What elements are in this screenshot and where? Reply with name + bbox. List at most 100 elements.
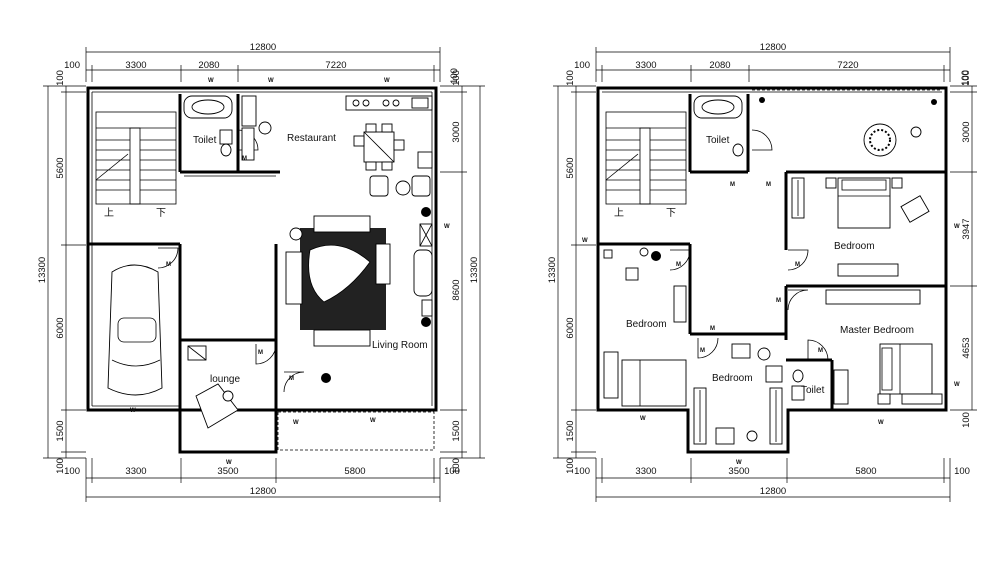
dim-top-1: 100 xyxy=(574,60,590,71)
staircase: 上 下 xyxy=(95,111,177,219)
bedroom-s-label: Bedroom xyxy=(712,373,753,384)
door-mark: M xyxy=(700,348,705,354)
upper-toilet-top: Toilet xyxy=(693,95,773,157)
dim-left-4: 1500 xyxy=(565,420,576,441)
restaurant-label: Restaurant xyxy=(287,133,336,144)
dim-top-2: 3300 xyxy=(635,60,656,71)
dim-left-5: 100 xyxy=(565,458,576,474)
dim-left-3: 6000 xyxy=(565,317,576,338)
door-mark: M xyxy=(710,326,715,332)
stair-up-label: 上 xyxy=(104,207,114,219)
stair-down-label: 下 xyxy=(666,208,676,219)
door-mark: M xyxy=(730,182,735,188)
dim-right-1: 100 xyxy=(451,70,462,86)
door-mark: M xyxy=(676,262,681,268)
window-mark: W xyxy=(582,238,588,244)
toilet-label: Toilet xyxy=(193,135,217,146)
dim-top-1: 100 xyxy=(64,60,80,71)
door-mark: M xyxy=(818,348,823,354)
dim-bottom-total: 12800 xyxy=(250,486,276,497)
top-dimensions: 12800 100 3300 2080 7220 100 xyxy=(574,42,971,86)
dim-top-4: 7220 xyxy=(325,60,346,71)
dim-right-5: 100 xyxy=(961,412,972,428)
window-mark: W xyxy=(370,418,376,424)
window-mark: W xyxy=(384,78,390,84)
right-dimensions: 100 3000 8600 1500 100 13300 xyxy=(440,70,485,474)
bottom-dimensions: 100 3300 3500 5800 100 12800 xyxy=(64,458,460,502)
living-room: Living Room xyxy=(283,175,433,393)
restaurant: Restaurant xyxy=(241,95,433,171)
dim-left-4: 1500 xyxy=(55,420,66,441)
dim-top-total: 12800 xyxy=(760,42,786,53)
window-mark: W xyxy=(226,460,232,466)
toilet-south-label: Toilet xyxy=(801,385,825,396)
window-mark: W xyxy=(444,224,450,230)
dim-right-4: 4653 xyxy=(961,337,972,358)
door-mark: M xyxy=(258,350,263,356)
door-mark: M xyxy=(242,156,247,162)
bedroom-w-label: Bedroom xyxy=(626,319,667,330)
dim-bottom-5: 100 xyxy=(954,466,970,477)
window-mark: W xyxy=(293,420,299,426)
toilet-top-label: Toilet xyxy=(706,135,730,146)
window-mark: W xyxy=(954,224,960,230)
bedroom-w: Bedroom xyxy=(603,247,691,407)
window-mark: W xyxy=(640,416,646,422)
dim-top-3: 2080 xyxy=(198,60,219,71)
dim-bottom-3: 3500 xyxy=(728,466,749,477)
dim-left-2: 5600 xyxy=(55,157,66,178)
bedroom-ne-label: Bedroom xyxy=(834,241,875,252)
dim-top-2: 3300 xyxy=(125,60,146,71)
dim-left-total: 13300 xyxy=(37,257,48,283)
dim-bottom-4: 5800 xyxy=(855,466,876,477)
left-dimensions: 13300 100 5600 6000 1500 100 xyxy=(547,70,596,474)
dim-right-5: 100 xyxy=(451,458,462,474)
wall-marks: M M M M M M M M W W W W W W xyxy=(582,182,960,466)
door-mark: M xyxy=(795,262,800,268)
master-bedroom: Master Bedroom xyxy=(787,289,943,405)
dim-top-5: 100 xyxy=(960,70,971,86)
window-mark: W xyxy=(208,78,214,84)
dim-left-5: 100 xyxy=(55,458,66,474)
upper-floor-plan: 12800 100 3300 2080 7220 100 100 3300 35… xyxy=(547,42,977,502)
dim-bottom-1: 100 xyxy=(64,466,80,477)
dim-right-3: 3947 xyxy=(961,218,972,239)
right-dimensions: 100 3000 3947 4653 100 xyxy=(950,70,977,428)
ground-floor-plan: 12800 100 3300 2080 7220 100 100 3300 35… xyxy=(37,42,485,502)
ground-toilet: Toilet xyxy=(183,95,259,157)
dim-right-3: 8600 xyxy=(451,279,462,300)
dim-left-3: 6000 xyxy=(55,317,66,338)
dim-bottom-4: 5800 xyxy=(344,466,365,477)
dim-right-total: 13300 xyxy=(469,257,480,283)
top-dimensions: 12800 100 3300 2080 7220 100 xyxy=(64,42,460,84)
door-mark: M xyxy=(166,262,171,268)
wall-marks: W W W W W W W W M M M M xyxy=(130,78,450,466)
dim-bottom-2: 3300 xyxy=(125,466,146,477)
dim-right-2: 3000 xyxy=(451,121,462,142)
master-bedroom-label: Master Bedroom xyxy=(840,325,914,336)
dim-top-3: 2080 xyxy=(709,60,730,71)
dim-bottom-1: 100 xyxy=(574,466,590,477)
living-room-label: Living Room xyxy=(372,340,428,351)
door-mark: M xyxy=(766,182,771,188)
walls xyxy=(596,86,948,454)
dim-bottom-2: 3300 xyxy=(635,466,656,477)
dim-bottom-5: 100 xyxy=(444,466,460,477)
stair-up-label: 上 xyxy=(614,207,624,219)
left-dimensions: 13300 100 5600 6000 1500 100 xyxy=(37,70,86,474)
walls xyxy=(86,86,438,454)
window-mark: W xyxy=(736,460,742,466)
stair-down-label: 下 xyxy=(156,208,166,219)
dim-right-1: 100 xyxy=(961,70,972,86)
dim-left-1: 100 xyxy=(55,70,66,86)
dim-right-4: 1500 xyxy=(451,420,462,441)
dim-left-total: 13300 xyxy=(547,257,558,283)
bottom-dimensions: 100 3300 3500 5800 100 12800 xyxy=(574,458,970,502)
lounge: lounge xyxy=(187,343,277,429)
garage xyxy=(107,247,179,396)
upper-toilet-south: Toilet xyxy=(791,339,829,401)
dim-top-total: 12800 xyxy=(250,42,276,53)
staircase: 上 下 xyxy=(605,111,687,219)
lounge-label: lounge xyxy=(210,374,240,385)
window-mark: W xyxy=(130,408,136,414)
